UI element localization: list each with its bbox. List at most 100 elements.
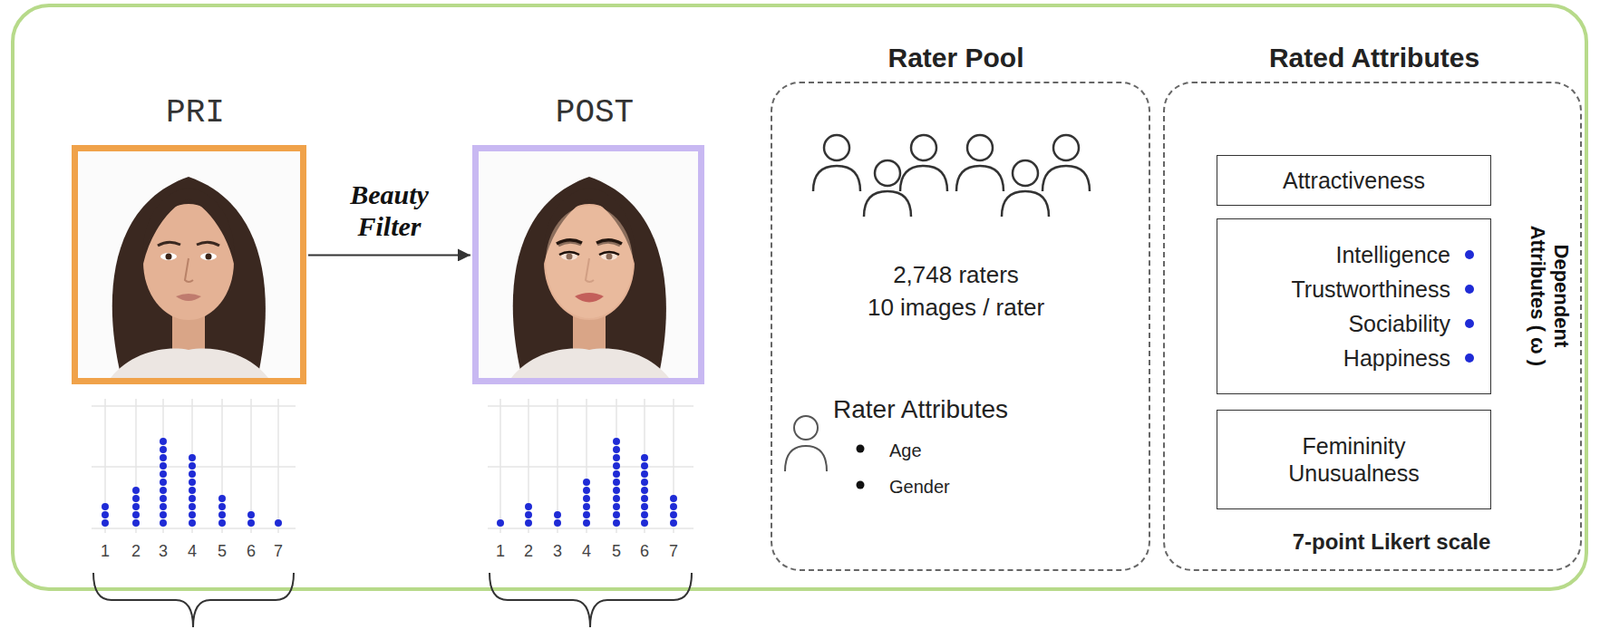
rating-grid <box>672 398 675 534</box>
rating-grid <box>91 405 296 408</box>
rater-icons <box>813 165 861 192</box>
rater-icons <box>911 135 937 161</box>
node-text: Gender <box>889 475 951 498</box>
rating-grid <box>499 398 502 534</box>
panel-heading: Rated Attributes <box>1164 41 1584 75</box>
rater-pool-panel: Rater Pool2,748 raters10 images / raterR… <box>770 81 1151 572</box>
rating-grid <box>91 527 296 530</box>
axis-tick: 4 <box>187 542 197 562</box>
rating-dots <box>640 456 649 524</box>
rating-grid <box>250 398 253 534</box>
rating-dots <box>132 489 140 524</box>
image-frame-before: PRI <box>71 145 307 385</box>
rating-grid <box>91 398 694 534</box>
panel-heading: POST <box>442 93 747 133</box>
rating-dots <box>105 440 674 524</box>
person-icon <box>785 416 827 472</box>
rater-icons <box>1012 160 1038 186</box>
rating-grid <box>615 398 618 534</box>
rated-attributes-panel: Rated AttributesDependent Attributes ( ω… <box>1163 81 1582 572</box>
rater-icons <box>967 135 993 161</box>
bullet <box>856 445 865 490</box>
filter-makeup <box>596 240 622 244</box>
rater-icons <box>824 135 850 161</box>
node-text: Femininity <box>1302 432 1407 460</box>
curly-brace <box>93 572 294 628</box>
rater-icons <box>813 135 1090 217</box>
image-frame-after: POST <box>472 145 705 385</box>
rating-dots <box>612 440 621 524</box>
rating-grid <box>135 398 137 534</box>
node-text: Trustworthiness <box>1290 271 1451 307</box>
edge-label: Beauty Filter <box>326 179 454 243</box>
curly-brace <box>489 572 692 628</box>
axis-tick: 6 <box>246 542 256 562</box>
axis-tick: 2 <box>131 542 141 562</box>
node-text: Age <box>889 439 922 462</box>
rater-icons <box>956 165 1004 192</box>
rating-grid <box>487 465 694 468</box>
rating-dots <box>247 513 255 524</box>
axis-tick: 3 <box>158 542 168 562</box>
face-photo-before <box>77 151 301 379</box>
rating-grid <box>556 398 559 534</box>
rating-grid <box>585 398 588 534</box>
rating-dots <box>582 481 591 524</box>
rating-dots <box>496 522 505 524</box>
node-text: Sociability <box>1347 306 1451 341</box>
rating-dots <box>101 505 109 524</box>
rater-icons <box>1053 135 1079 161</box>
rating-grid <box>221 398 224 534</box>
axis-tick: 5 <box>611 542 621 562</box>
axis-tick: 2 <box>523 542 534 562</box>
curly-brace <box>93 572 692 628</box>
rating-grid <box>487 527 694 530</box>
attribute-box: Attractiveness <box>1216 155 1492 206</box>
axis-tick: 1 <box>495 542 505 562</box>
axis-tick: 7 <box>669 542 679 562</box>
rating-grid <box>104 398 107 534</box>
rating-dots <box>274 522 282 524</box>
filter-makeup <box>545 205 633 319</box>
node-text: 7-point Likert scale <box>1255 529 1528 556</box>
panel-heading: PRI <box>41 93 350 133</box>
arrow-connector <box>308 253 471 256</box>
axis-tick: 6 <box>640 542 650 562</box>
axis-tick: 3 <box>552 542 563 562</box>
node-text: Happiness <box>1343 340 1451 376</box>
panel-heading: Rater Pool <box>772 41 1140 75</box>
node-text: Rater Attributes <box>833 394 1009 426</box>
node-text: 10 images / rater <box>772 293 1140 322</box>
rating-grid <box>162 398 165 534</box>
rater-icons <box>874 160 901 186</box>
rating-grid <box>191 398 194 534</box>
rating-grid <box>527 398 530 534</box>
axis-tick: 7 <box>273 542 283 562</box>
filter-makeup <box>545 205 633 319</box>
dependent-attribute-box: IntelligenceTrustworthinessSociabilityHa… <box>1216 218 1492 395</box>
outer-frame <box>12 5 1587 590</box>
filter-makeup <box>574 292 604 303</box>
node-text: 2,748 raters <box>772 261 1140 290</box>
node-text: Attractiveness <box>1282 166 1426 194</box>
axis-tick: 4 <box>581 542 592 562</box>
person-icon <box>785 446 827 472</box>
group-label: Dependent Attributes ( ω ) <box>1525 204 1574 387</box>
bullet <box>856 445 865 454</box>
rater-icons <box>1042 165 1090 192</box>
rater-icons <box>1001 191 1049 217</box>
filter-makeup <box>556 240 582 244</box>
rating-grid <box>277 398 280 534</box>
rating-dots <box>524 505 533 524</box>
face-photo-after <box>478 151 701 379</box>
attribute-box: FemininityUnusualness <box>1216 409 1492 510</box>
rater-icons <box>863 191 912 217</box>
axis-tick: 1 <box>100 542 110 562</box>
node-text: Unusualness <box>1288 459 1420 487</box>
rating-dots <box>159 440 167 524</box>
bullet <box>856 481 865 490</box>
node-text: Intelligence <box>1336 237 1451 272</box>
person-icon <box>794 416 818 440</box>
